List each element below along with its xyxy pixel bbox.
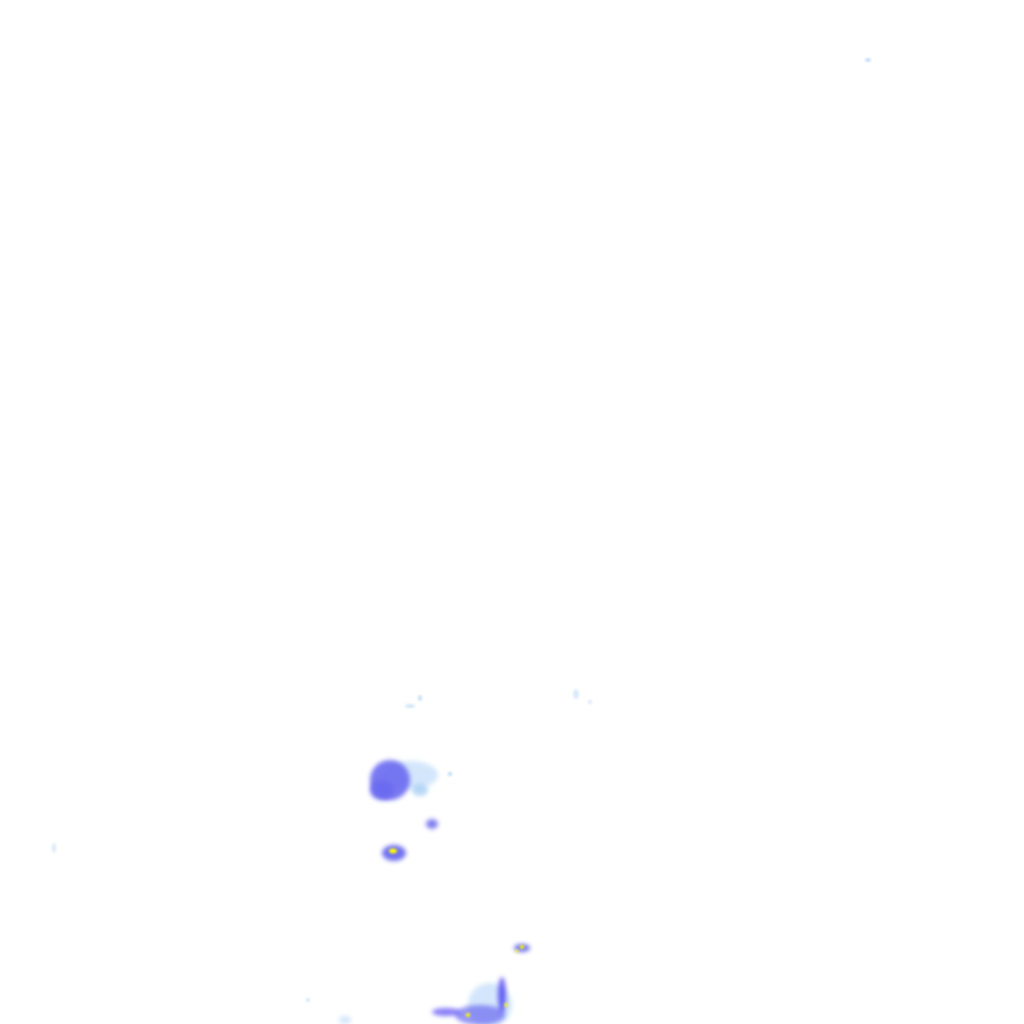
echo-storm-core [389,848,397,854]
echo-small [573,689,579,699]
echo-small [339,1016,351,1024]
echo-large-cell [370,780,394,800]
echo-small [405,704,415,708]
echo-south-band [432,1008,460,1016]
echo-south-cell [455,1005,505,1024]
echo-small [306,998,310,1002]
echo-south-band [498,977,506,1013]
echo-small [448,772,452,776]
echo-small [52,843,56,853]
echo-medium-cell [426,819,438,829]
echo-south-core [466,1013,470,1017]
echo-storm-core [520,945,524,949]
echo-small [418,695,422,701]
echo-ne [865,58,871,62]
echo-storm-core [515,949,519,953]
echo-south-core [504,1003,508,1007]
echo-large-tail [412,784,428,796]
echo-small [588,700,592,704]
